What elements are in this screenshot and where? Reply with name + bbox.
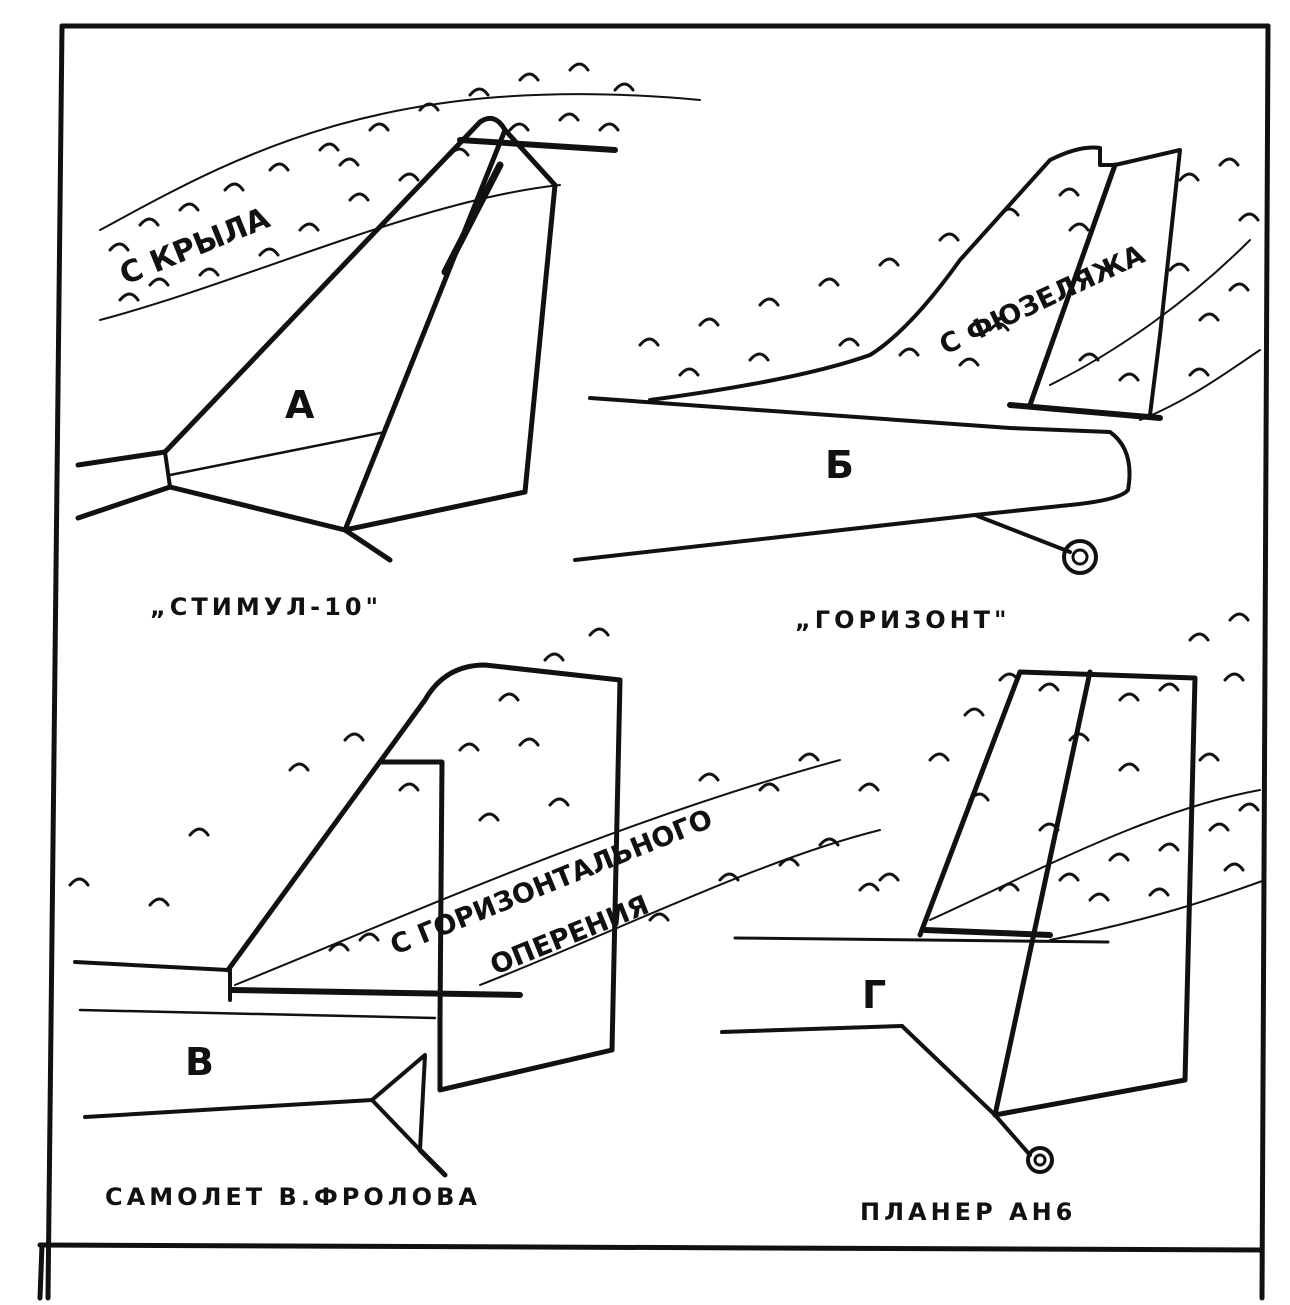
panel-v-drawing bbox=[68, 627, 950, 1178]
panel-b-letter: Б bbox=[825, 443, 854, 487]
panel-g-wake-swirls bbox=[858, 612, 1260, 902]
panel-g-caption: ПЛАНЕР АН6 bbox=[860, 1198, 1076, 1226]
panel-g-letter: Г bbox=[862, 973, 886, 1017]
figure-frame bbox=[37, 23, 1271, 1301]
panel-v-letter: В bbox=[185, 1040, 214, 1084]
panel-a-drawing bbox=[75, 62, 701, 563]
panel-b-flow-label: С ФЮЗЕЛЯЖА bbox=[935, 239, 1150, 361]
panel-b-wake-swirls bbox=[638, 157, 1260, 382]
panel-g-drawing bbox=[720, 612, 1266, 1174]
panel-a-letter: А bbox=[285, 383, 315, 427]
panel-a-caption: „СТИМУЛ-10" bbox=[150, 593, 382, 621]
panel-a-wake-swirls bbox=[108, 62, 635, 302]
panel-b-drawing bbox=[573, 145, 1261, 575]
panel-a-flow-label: С КРЫЛА bbox=[115, 200, 276, 292]
panel-v-caption: САМОЛЕТ В.ФРОЛОВА bbox=[105, 1183, 481, 1211]
panel-b-caption: „ГОРИЗОНТ" bbox=[795, 606, 1011, 634]
panel-v-wake-swirls bbox=[68, 627, 950, 952]
